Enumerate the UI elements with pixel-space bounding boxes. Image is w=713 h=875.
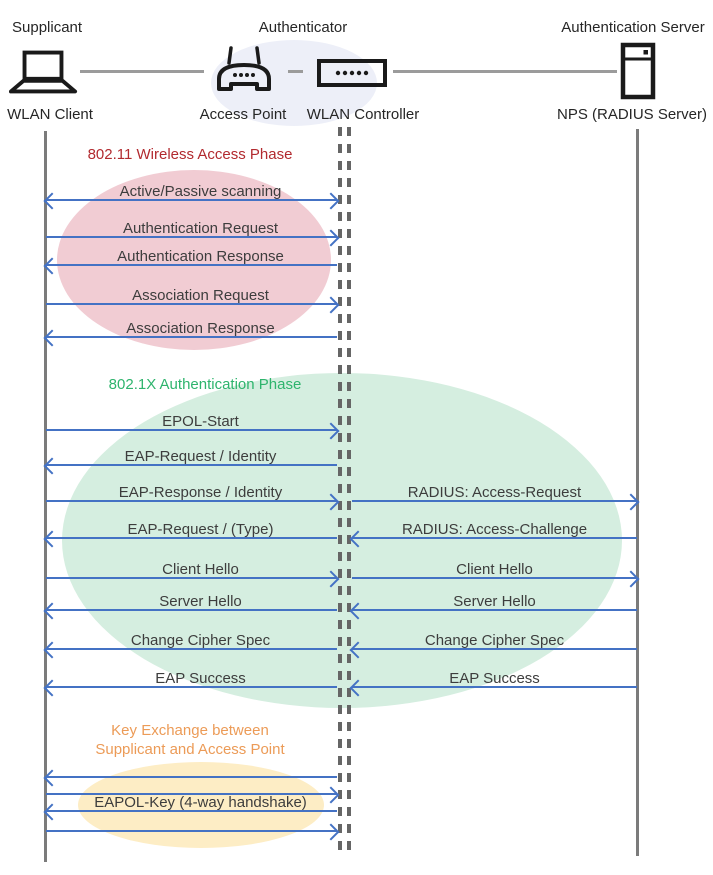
message-arrow: [43, 602, 337, 619]
message-label: RADIUS: Access-Challenge: [401, 521, 588, 538]
message-arrow: [349, 530, 637, 547]
message-label: RADIUS: Access-Request: [407, 484, 582, 501]
access-point-icon: [212, 46, 276, 96]
arrowhead-right-icon: [322, 296, 340, 313]
message-arrow: [43, 679, 337, 696]
message-label: EAP-Response / Identity: [118, 484, 283, 501]
wlan-controller-icon: [317, 58, 387, 88]
message-arrow: [46, 229, 340, 246]
message-label: Authentication Response: [117, 248, 284, 265]
message-label: Client Hello: [162, 561, 239, 578]
phase-ellipse-dot1x-authentication: [62, 373, 622, 708]
message-arrow: [349, 641, 637, 658]
arrowhead-right-icon: [322, 192, 340, 209]
message-arrow: [43, 530, 337, 547]
phase-title-wireless-access: 802.11 Wireless Access Phase: [88, 145, 293, 164]
message-label: Association Response: [126, 320, 275, 337]
arrowhead-right-icon: [322, 823, 340, 840]
phase-title-line: 802.11 Wireless Access Phase: [87, 146, 293, 163]
message-arrow: [46, 570, 340, 587]
message-label: EPOL-Start: [162, 413, 239, 430]
actor-wlan-client-label: WLAN Client: [7, 106, 93, 123]
lifeline-nps: [636, 129, 639, 856]
message-arrow: [349, 679, 637, 696]
lifeline-dashed-left: [338, 127, 342, 854]
message-label: EAP-Request / (Type): [127, 521, 274, 538]
message-arrow: [43, 192, 340, 209]
actor-access-point-label: Access Point: [199, 106, 287, 123]
laptop-icon: [8, 50, 78, 94]
message-arrow: [46, 296, 340, 313]
message-label: Change Cipher Spec: [424, 632, 565, 649]
actor-wlan-controller-label: WLAN Controller: [306, 106, 420, 123]
message-arrow: [352, 493, 640, 510]
connector-client-ap: [80, 70, 204, 73]
message-arrow: [43, 257, 337, 274]
message-label: EAP-Request / Identity: [124, 448, 277, 465]
phase-title-line: 802.1X Authentication Phase: [108, 376, 302, 393]
role-auth-server-label: Authentication Server: [561, 19, 705, 36]
phase-title-dot1x-authentication: 802.1X Authentication Phase: [109, 375, 302, 394]
message-arrow: [46, 493, 340, 510]
message-arrow: [46, 422, 340, 439]
message-arrow: [43, 769, 337, 786]
actor-nps-label: NPS (RADIUS Server): [556, 106, 708, 123]
message-label: EAP Success: [449, 670, 540, 687]
message-label: Change Cipher Spec: [130, 632, 271, 649]
role-authenticator-label: Authenticator: [258, 19, 348, 36]
message-label: Server Hello: [159, 593, 242, 610]
message-label: Authentication Request: [122, 220, 279, 237]
message-arrow: [43, 457, 337, 474]
message-arrow: [352, 570, 640, 587]
message-label: EAPOL-Key (4-way handshake): [94, 794, 307, 811]
lifeline-wlan-client: [44, 131, 47, 862]
message-arrow: [46, 786, 340, 803]
connector-ap-controller: [288, 70, 303, 73]
message-arrow: [43, 329, 337, 346]
role-supplicant-label: Supplicant: [12, 19, 83, 36]
message-arrow: [349, 602, 637, 619]
message-label: Client Hello: [456, 561, 533, 578]
message-arrow: [46, 823, 340, 840]
message-label: Association Request: [132, 287, 269, 304]
phase-title-line: Supplicant and Access Point: [95, 741, 285, 758]
message-label: Active/Passive scanning: [119, 183, 282, 200]
message-arrow: [43, 641, 337, 658]
lifeline-dashed-right: [347, 127, 351, 854]
message-arrow: [43, 803, 337, 820]
arrowhead-right-icon: [322, 786, 340, 803]
connector-controller-server: [393, 70, 617, 73]
phase-title-line: Key Exchange between: [111, 722, 269, 739]
server-icon: [620, 42, 656, 100]
message-label: Server Hello: [453, 593, 536, 610]
message-label: EAP Success: [155, 670, 246, 687]
